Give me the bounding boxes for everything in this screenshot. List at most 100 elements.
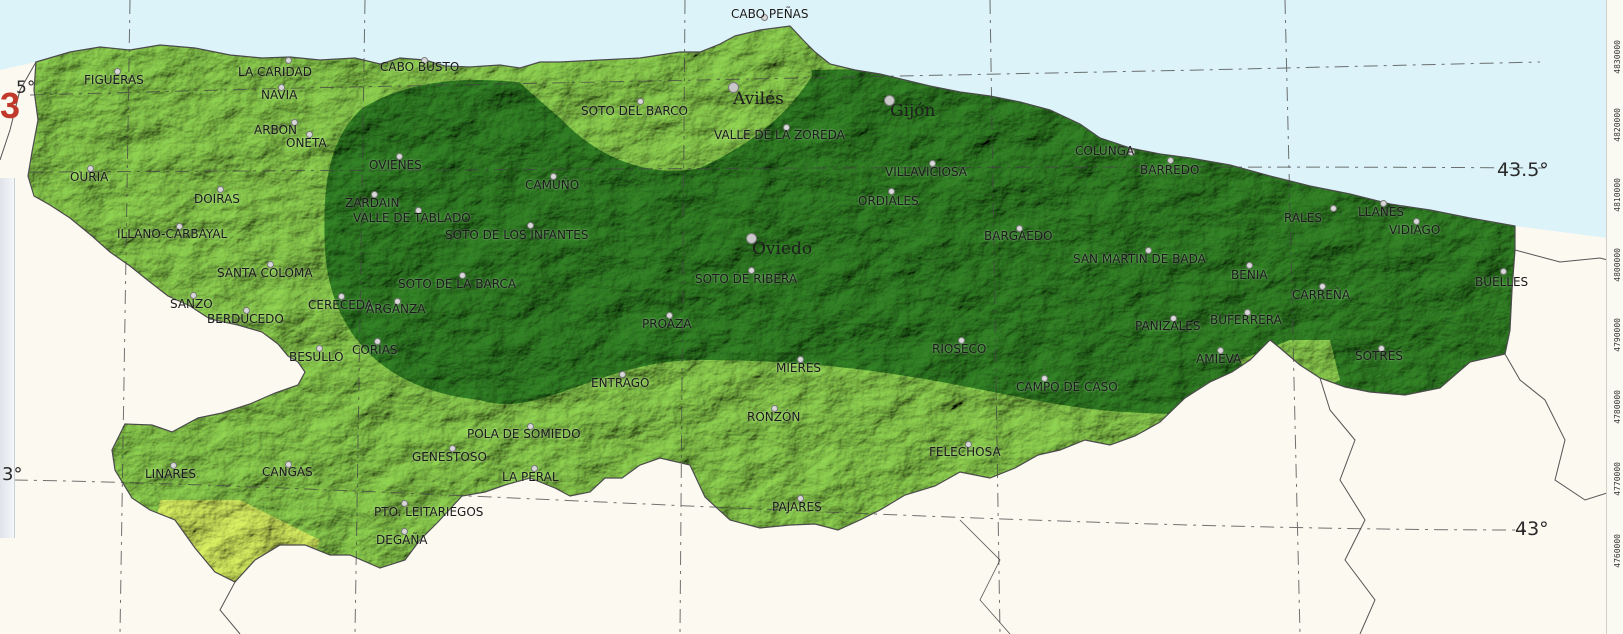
place-marker [396, 153, 403, 160]
place-label: VALLE DE LA ZOREDA [714, 128, 845, 142]
city-label-gijon: Gijón [890, 101, 936, 121]
place-marker [527, 222, 534, 229]
place-marker [217, 186, 224, 193]
place-marker [285, 57, 292, 64]
place-label: GENESTOSO [412, 450, 487, 464]
city-marker [728, 82, 739, 93]
place-label: SAN MARTIN DE BADA [1073, 252, 1206, 266]
utm-tick: 4780000 [1613, 390, 1622, 424]
place-label: CAMPO DE CASO [1016, 380, 1118, 394]
place-label: SOTO DE LA BARCA [398, 277, 517, 291]
place-marker [415, 207, 422, 214]
utm-tick: 4770000 [1613, 462, 1622, 496]
place-marker [243, 307, 250, 314]
place-label: PANIZALES [1135, 319, 1201, 333]
place-label: ENTRAGO [591, 376, 650, 390]
place-label: SOTO DEL BARCO [581, 104, 688, 118]
place-marker [459, 272, 466, 279]
place-label: LA PERAL [502, 470, 559, 484]
place-label: ARBON [254, 123, 297, 137]
place-label: PAJARES [772, 500, 822, 514]
place-label: PTO. LEITARIEGOS [374, 505, 484, 519]
place-label: DEGAÑA [376, 533, 428, 547]
place-marker [1128, 149, 1135, 156]
place-label: SOTO DE LOS INFANTES [445, 228, 589, 242]
place-marker [958, 337, 965, 344]
place-label: ORDIALES [858, 194, 919, 208]
sea [0, 0, 1623, 240]
place-marker [401, 528, 408, 535]
place-label: NAVIA [261, 88, 298, 102]
place-label: POLA DE SOMIEDO [467, 427, 581, 441]
place-marker [291, 119, 298, 126]
province-border-south [959, 519, 1011, 634]
place-label: CARREÑA [1292, 288, 1351, 302]
place-label: CABO PEÑAS [731, 7, 809, 21]
place-marker [637, 98, 644, 105]
place-marker [771, 405, 778, 412]
graticule-lon-line [1284, 0, 1301, 634]
utm-tick: 4800000 [1613, 248, 1622, 282]
place-marker [449, 445, 456, 452]
place-label: SOTRES [1355, 349, 1403, 363]
place-label: DOIRAS [194, 192, 240, 206]
place-marker [1217, 347, 1224, 354]
place-label: BESULLO [289, 350, 344, 364]
utm-strip [1606, 0, 1623, 634]
utm-tick: 4810000 [1613, 178, 1622, 212]
lat-label-43-5: 43.5° [1497, 159, 1549, 181]
place-marker [338, 293, 345, 300]
place-label: BUFERRERA [1210, 313, 1282, 327]
place-marker [527, 423, 534, 430]
galicia-border [0, 61, 37, 161]
place-label: CAMUÑO [525, 178, 580, 192]
place-marker [619, 371, 626, 378]
page-tag: 3 [0, 85, 21, 126]
place-marker [1145, 247, 1152, 254]
place-marker [550, 173, 557, 180]
place-marker [666, 312, 673, 319]
place-marker [316, 345, 323, 352]
place-marker [783, 124, 790, 131]
place-marker [394, 298, 401, 305]
place-label: CABO BUSTO [380, 60, 460, 74]
graticule-lon-line [679, 0, 686, 634]
place-marker [797, 495, 804, 502]
left-panel-edge [0, 178, 15, 538]
place-label: SOTO DE RIBERA [695, 272, 798, 286]
place-label: LLANES [1358, 205, 1405, 219]
city-marker [746, 233, 757, 244]
graticule-lat-43 [13, 479, 1526, 531]
leon-border-west [219, 581, 241, 634]
utm-tick: 4760000 [1613, 534, 1622, 568]
place-label: FELECHOSA [929, 445, 1001, 459]
place-marker [1016, 225, 1023, 232]
place-marker [374, 338, 381, 345]
place-marker [1378, 345, 1385, 352]
place-label: BERDUCEDO [207, 312, 284, 326]
place-label: COLUNGA [1075, 144, 1135, 158]
place-marker [1167, 157, 1174, 164]
zone-light-north [500, 40, 812, 171]
place-marker [965, 441, 972, 448]
place-marker [929, 160, 936, 167]
place-label: OVIENES [369, 158, 422, 172]
place-label: BARREDO [1140, 163, 1200, 177]
place-marker [531, 465, 538, 472]
place-label: VIDIAGO [1389, 223, 1441, 237]
place-label: RIOSECO [932, 342, 987, 356]
place-label: ZARDAIN [345, 196, 400, 210]
city-label-oviedo: Oviedo [752, 239, 813, 259]
place-label: LA CARIDAD [238, 65, 312, 79]
zone-pale-green [150, 500, 320, 582]
place-label: FIGUERAS [84, 73, 144, 87]
graticule-lat-line [29, 61, 1541, 96]
graticule-lon-line [119, 0, 131, 634]
place-marker [1246, 262, 1253, 269]
place-marker [761, 14, 768, 21]
place-marker [285, 461, 292, 468]
place-marker [1500, 268, 1507, 275]
place-label: CANGAS [262, 465, 313, 479]
place-label: LINARES [145, 467, 196, 481]
